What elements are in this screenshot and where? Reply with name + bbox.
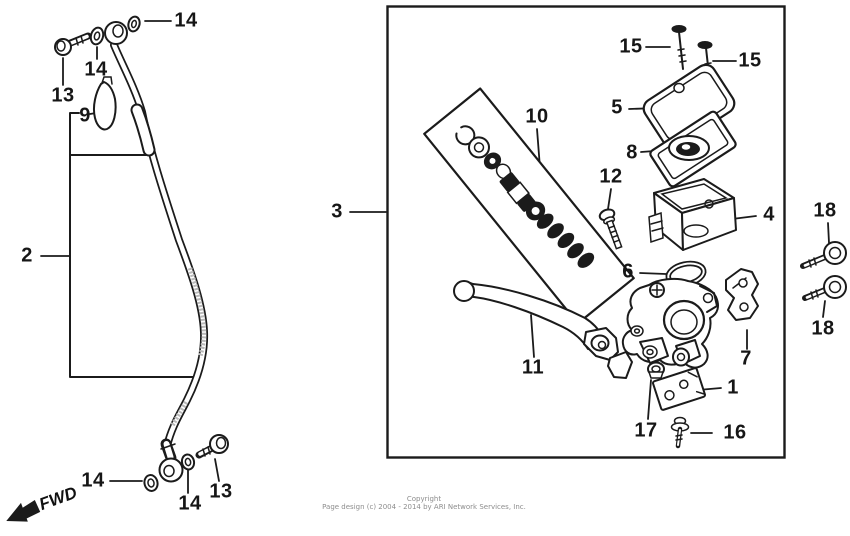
copyright-line2: Page design (c) 2004 - 2014 by ARI Netwo… <box>322 503 526 511</box>
copyright-notice: Copyright Page design (c) 2004 - 2014 by… <box>274 495 574 511</box>
part-label-14-top-right: 14 <box>174 9 198 32</box>
part-label-6: 6 <box>622 260 634 283</box>
part-label-1: 1 <box>727 376 739 399</box>
hose-bracket-outline <box>69 112 198 378</box>
part-label-12: 12 <box>599 165 623 188</box>
part-label-5: 5 <box>611 96 623 119</box>
pivot-bolt-drawing <box>670 416 690 449</box>
rubber-boot-drawing <box>92 76 117 131</box>
part-label-15-right: 15 <box>738 49 762 72</box>
copyright-line1: Copyright <box>406 495 442 503</box>
reservoir-body-drawing <box>648 178 737 251</box>
part-label-18-top: 18 <box>813 199 837 222</box>
part-label-18-bottom: 18 <box>811 317 835 340</box>
part-label-10: 10 <box>525 105 549 128</box>
part-label-11: 11 <box>521 356 545 379</box>
fwd-direction-label: FWD <box>37 483 80 514</box>
upper-banjo-bolt <box>54 32 92 56</box>
part-label-15-left: 15 <box>619 35 643 58</box>
part-label-4: 4 <box>763 203 775 226</box>
part-label-8: 8 <box>626 141 638 164</box>
lever-stay-drawing <box>652 367 706 411</box>
upper-sealing-washers <box>89 15 141 46</box>
lower-banjo-fitting <box>158 438 184 483</box>
part-label-2: 2 <box>21 244 33 267</box>
fwd-arrow: FWD <box>6 483 80 522</box>
part-label-13-top: 13 <box>51 84 75 107</box>
part-label-7: 7 <box>740 347 752 370</box>
pivot-nut-drawing <box>647 361 665 379</box>
part-label-14-top-left: 14 <box>84 58 108 81</box>
part-label-16: 16 <box>723 421 747 444</box>
part-label-3: 3 <box>331 200 343 223</box>
part-label-17: 17 <box>634 419 658 442</box>
part-label-14-bottom-mid: 14 <box>178 492 202 515</box>
master-cylinder-body-drawing <box>621 277 719 369</box>
mounting-bolts-drawing <box>800 241 847 301</box>
upper-banjo-fitting <box>104 21 128 45</box>
assembly-boundary-box <box>386 5 786 459</box>
lower-sealing-washers <box>143 453 196 492</box>
part-label-14-bottom-left: 14 <box>81 469 105 492</box>
piston-kit-drawing <box>423 87 635 325</box>
lower-banjo-bolt <box>195 434 229 459</box>
diaphragm-drawing <box>649 110 737 188</box>
handlebar-clamp-drawing <box>725 268 759 321</box>
bleed-screw-drawing <box>598 208 623 250</box>
part-label-9: 9 <box>79 104 91 127</box>
brake-lever-drawing <box>453 280 633 379</box>
brake-hose-drawing <box>110 41 209 450</box>
part-label-13-bottom: 13 <box>209 480 233 503</box>
